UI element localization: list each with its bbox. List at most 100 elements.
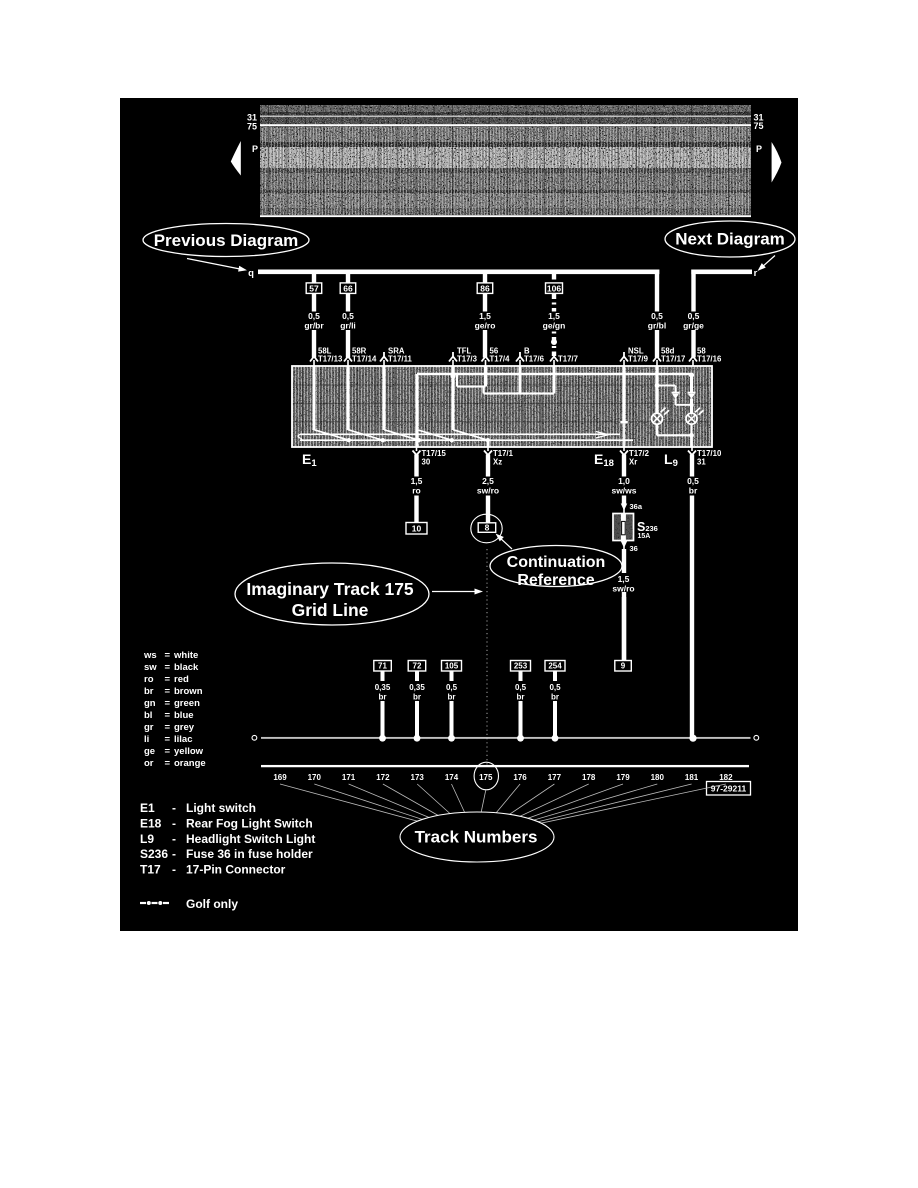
svg-text:=: =	[165, 662, 171, 673]
svg-text:169: 169	[273, 773, 287, 782]
svg-text:ge/ro: ge/ro	[475, 321, 496, 331]
svg-text:Xr: Xr	[629, 458, 637, 467]
svg-text:gn: gn	[144, 698, 156, 709]
svg-text:Rear Fog Light Switch: Rear Fog Light Switch	[186, 816, 313, 830]
svg-text:Track Numbers: Track Numbers	[415, 828, 538, 847]
svg-text:T17/15: T17/15	[422, 449, 447, 458]
svg-text:=: =	[165, 746, 171, 757]
svg-text:173: 173	[411, 773, 425, 782]
svg-text:sw/ro: sw/ro	[477, 486, 499, 496]
svg-text:Next Diagram: Next Diagram	[675, 230, 785, 249]
svg-text:grey: grey	[174, 722, 195, 733]
svg-text:181: 181	[685, 773, 699, 782]
svg-text:gr/ge: gr/ge	[683, 321, 704, 331]
svg-text:-: -	[172, 832, 176, 846]
svg-text:T17/14: T17/14	[352, 355, 377, 364]
svg-text:1,5: 1,5	[618, 574, 630, 584]
svg-text:58: 58	[697, 347, 706, 356]
svg-text:171: 171	[342, 773, 356, 782]
svg-text:T17/1: T17/1	[493, 449, 514, 458]
svg-text:10: 10	[412, 523, 422, 533]
svg-text:TFL: TFL	[457, 347, 472, 356]
svg-text:36: 36	[630, 544, 638, 553]
svg-text:=: =	[165, 698, 171, 709]
svg-text:1,5: 1,5	[548, 311, 560, 321]
svg-text:T17: T17	[140, 863, 161, 877]
svg-text:ws: ws	[143, 650, 157, 661]
svg-text:0,35: 0,35	[409, 683, 425, 692]
svg-text:0,5: 0,5	[342, 311, 354, 321]
svg-text:56: 56	[490, 347, 499, 356]
svg-text:254: 254	[548, 662, 562, 671]
svg-text:175: 175	[479, 773, 493, 782]
svg-text:86: 86	[480, 283, 490, 293]
svg-text:br: br	[517, 693, 525, 702]
svg-text:ge: ge	[144, 746, 155, 757]
svg-text:31: 31	[697, 458, 706, 467]
svg-text:orange: orange	[174, 758, 206, 769]
svg-text:T17/6: T17/6	[524, 355, 545, 364]
svg-text:72: 72	[413, 662, 422, 671]
svg-text:sw: sw	[144, 662, 157, 673]
svg-text:T17/9: T17/9	[628, 355, 649, 364]
svg-text:178: 178	[582, 773, 596, 782]
svg-text:black: black	[174, 662, 199, 673]
svg-text:brown: brown	[174, 686, 203, 697]
svg-text:br: br	[144, 686, 154, 697]
svg-text:176: 176	[513, 773, 527, 782]
svg-text:0,5: 0,5	[549, 683, 561, 692]
svg-text:br: br	[379, 693, 387, 702]
svg-text:0,5: 0,5	[308, 311, 320, 321]
svg-text:-: -	[172, 816, 176, 830]
svg-text:E18: E18	[140, 816, 162, 830]
svg-text:=: =	[165, 710, 171, 721]
svg-text:r: r	[754, 268, 758, 279]
svg-text:br: br	[448, 693, 456, 702]
svg-text:Imaginary Track 175: Imaginary Track 175	[246, 579, 414, 599]
svg-text:Light switch: Light switch	[186, 801, 256, 815]
svg-text:0,35: 0,35	[375, 683, 391, 692]
svg-text:=: =	[165, 674, 171, 685]
svg-text:75: 75	[754, 121, 764, 131]
svg-text:-: -	[172, 863, 176, 877]
svg-text:T17/4: T17/4	[490, 355, 511, 364]
svg-text:-: -	[172, 801, 176, 815]
svg-text:1,0: 1,0	[618, 476, 630, 486]
svg-text:170: 170	[308, 773, 322, 782]
svg-text:172: 172	[376, 773, 390, 782]
svg-text:gr/br: gr/br	[304, 321, 324, 331]
svg-text:57: 57	[309, 283, 319, 293]
svg-text:E1: E1	[140, 801, 155, 815]
svg-text:ge/gn: ge/gn	[543, 321, 566, 331]
svg-text:Xz: Xz	[493, 458, 502, 467]
svg-text:Golf only: Golf only	[186, 897, 238, 911]
svg-text:=: =	[165, 650, 171, 661]
svg-text:ro: ro	[412, 486, 421, 496]
svg-text:71: 71	[378, 662, 387, 671]
svg-text:180: 180	[651, 773, 665, 782]
svg-text:0,5: 0,5	[688, 311, 700, 321]
svg-text:gr: gr	[144, 722, 154, 733]
svg-text:br: br	[551, 693, 559, 702]
svg-text:yellow: yellow	[174, 746, 204, 757]
svg-text:li: li	[144, 734, 149, 745]
svg-text:T17/11: T17/11	[388, 355, 413, 364]
svg-text:=: =	[165, 734, 171, 745]
svg-text:Grid Line: Grid Line	[292, 600, 369, 620]
svg-text:ro: ro	[144, 674, 154, 685]
svg-text:gr/li: gr/li	[340, 321, 356, 331]
svg-text:0,5: 0,5	[446, 683, 458, 692]
svg-text:red: red	[174, 674, 189, 685]
svg-text:58R: 58R	[352, 347, 367, 356]
svg-text:br: br	[689, 486, 698, 496]
svg-text:97-29211: 97-29211	[711, 784, 747, 794]
svg-text:Previous Diagram: Previous Diagram	[154, 231, 299, 250]
svg-text:white: white	[173, 650, 198, 661]
svg-text:Fuse 36 in fuse holder: Fuse 36 in fuse holder	[186, 847, 313, 861]
svg-text:P: P	[756, 144, 762, 154]
svg-text:58L: 58L	[318, 347, 332, 356]
svg-text:1,5: 1,5	[479, 311, 491, 321]
svg-text:T17/7: T17/7	[558, 355, 578, 364]
svg-text:T17/10: T17/10	[697, 449, 722, 458]
svg-text:=: =	[165, 686, 171, 697]
